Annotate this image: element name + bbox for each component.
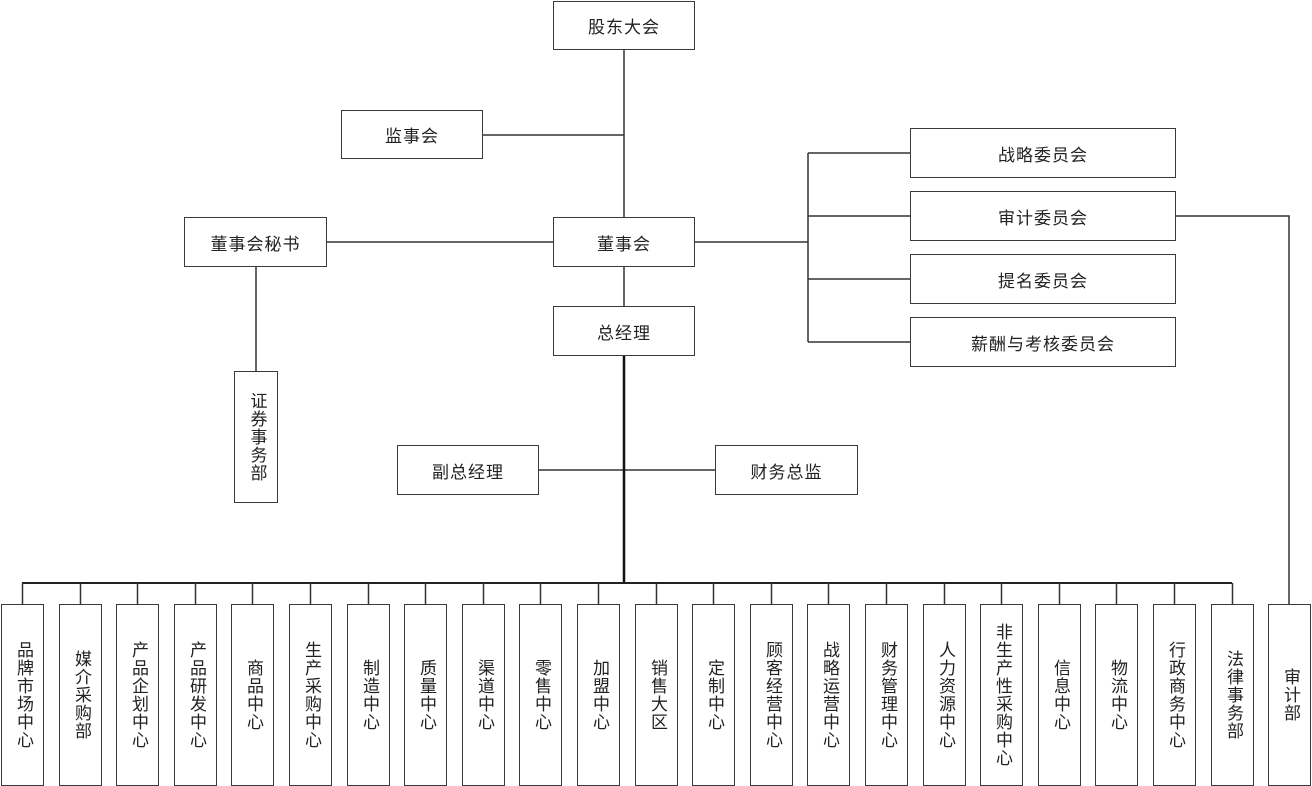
- committee-nomination: 提名委员会: [910, 254, 1176, 304]
- department-box: 定制中心: [692, 604, 735, 786]
- department-box: 产品研发中心: [174, 604, 217, 786]
- department-label: 战略运营中心: [819, 641, 839, 749]
- node-label: 副总经理: [432, 462, 504, 483]
- committee-strategy: 战略委员会: [910, 128, 1176, 178]
- department-label: 品牌市场中心: [13, 641, 33, 749]
- department-box: 渠道中心: [462, 604, 505, 786]
- node-board-secretary: 董事会秘书: [184, 217, 327, 267]
- department-label: 媒介采购部: [71, 650, 91, 740]
- department-label: 法律事务部: [1223, 650, 1243, 740]
- node-label: 监事会: [385, 127, 439, 147]
- department-box: 生产采购中心: [289, 604, 332, 786]
- department-box: 信息中心: [1038, 604, 1081, 786]
- committee-label: 审计委员会: [998, 208, 1088, 229]
- department-box: 商品中心: [231, 604, 274, 786]
- department-label: 定制中心: [704, 659, 724, 731]
- node-label: 证券事务部: [246, 392, 267, 482]
- department-box: 物流中心: [1095, 604, 1138, 786]
- node-label: 董事会: [597, 234, 651, 255]
- department-label: 顾客经营中心: [762, 641, 782, 749]
- department-label: 产品企划中心: [128, 641, 148, 749]
- department-box: 人力资源中心: [923, 604, 966, 786]
- department-box: 非生产性采购中心: [980, 604, 1023, 786]
- node-supervisors: 监事会: [341, 110, 483, 159]
- department-label: 产品研发中心: [186, 641, 206, 749]
- department-label: 人力资源中心: [935, 641, 955, 749]
- department-label: 渠道中心: [474, 659, 494, 731]
- department-box: 顾客经营中心: [750, 604, 793, 786]
- committee-compensation: 薪酬与考核委员会: [910, 317, 1176, 367]
- committee-audit: 审计委员会: [910, 191, 1176, 241]
- node-board: 董事会: [553, 217, 695, 267]
- department-box: 法律事务部: [1211, 604, 1254, 786]
- department-box: 行政商务中心: [1153, 604, 1196, 786]
- department-box: 品牌市场中心: [1, 604, 44, 786]
- department-label: 物流中心: [1107, 659, 1127, 731]
- department-label: 加盟中心: [589, 659, 609, 731]
- node-shareholders: 股东大会: [553, 1, 695, 50]
- department-label: 行政商务中心: [1165, 641, 1185, 749]
- committee-label: 薪酬与考核委员会: [971, 334, 1115, 355]
- department-box: 质量中心: [404, 604, 447, 786]
- department-box: 零售中心: [519, 604, 562, 786]
- line-audit: [1175, 215, 1290, 604]
- node-securities-dept: 证券事务部: [234, 371, 278, 503]
- node-label: 总经理: [597, 323, 651, 344]
- node-audit-dept: 审计部: [1268, 604, 1311, 786]
- department-label: 销售大区: [647, 659, 667, 731]
- department-box: 财务管理中心: [865, 604, 908, 786]
- department-label: 非生产性采购中心: [992, 623, 1012, 767]
- department-label: 信息中心: [1050, 659, 1070, 731]
- node-label: 股东大会: [588, 18, 660, 38]
- department-box: 媒介采购部: [59, 604, 102, 786]
- node-cfo: 财务总监: [715, 445, 858, 495]
- node-label: 董事会秘书: [210, 234, 301, 255]
- department-box: 制造中心: [347, 604, 390, 786]
- department-label: 零售中心: [531, 659, 551, 731]
- department-label: 生产采购中心: [301, 641, 321, 749]
- department-box: 销售大区: [635, 604, 678, 786]
- committee-label: 战略委员会: [998, 145, 1088, 166]
- node-general-manager: 总经理: [553, 306, 695, 356]
- node-label: 财务总监: [750, 462, 823, 483]
- department-label: 质量中心: [416, 659, 436, 731]
- department-box: 加盟中心: [577, 604, 620, 786]
- department-label: 制造中心: [359, 659, 379, 731]
- node-deputy-gm: 副总经理: [397, 445, 539, 495]
- committee-label: 提名委员会: [998, 271, 1088, 292]
- department-box: 战略运营中心: [807, 604, 850, 786]
- department-label: 商品中心: [243, 659, 263, 731]
- department-label: 财务管理中心: [877, 641, 897, 749]
- node-label: 审计部: [1280, 668, 1300, 722]
- department-box: 产品企划中心: [116, 604, 159, 786]
